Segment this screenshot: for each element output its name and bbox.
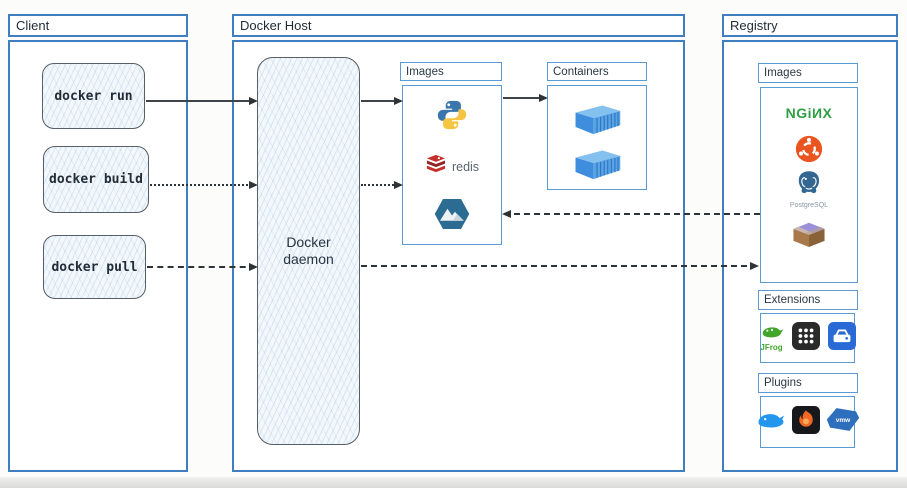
registry-title: Registry: [730, 18, 778, 33]
docker-run-label: docker run: [54, 88, 133, 104]
jfrog-label: JFrog: [760, 342, 783, 352]
redis-label: redis: [451, 159, 480, 174]
ubuntu-icon: [795, 135, 823, 168]
docker-run-box: docker run: [42, 63, 145, 129]
arrow-daemon-to-images-solid: [361, 96, 403, 105]
arrow-registry-to-host-images: [502, 209, 760, 218]
host-images-title: Images: [406, 65, 444, 78]
arrow-daemon-to-images-dotted: [361, 180, 403, 189]
arrow-docker-build-to-daemon: [150, 180, 258, 189]
vmware-label: vmw: [835, 417, 850, 424]
container-icon: [570, 101, 624, 140]
docker-build-box: docker build: [43, 146, 149, 213]
python-icon: [435, 98, 469, 137]
container-icon: [570, 146, 624, 185]
containers-panel: [547, 85, 647, 190]
docker-whale-icon: [756, 409, 786, 436]
nginx-logo: NGiИX: [785, 105, 833, 121]
package-crate-icon: [790, 219, 828, 254]
docker-host-title-bar: Docker Host: [232, 14, 685, 37]
redis-image-item: redis: [425, 154, 479, 179]
redis-icon: [425, 154, 447, 179]
arrow-images-to-containers: [503, 93, 548, 102]
plugins-title-bar: Plugins: [758, 373, 858, 393]
alpine-hexagon-icon: [434, 198, 470, 235]
containers-title-bar: Containers: [547, 62, 647, 81]
host-images-panel: redis: [402, 85, 502, 245]
arrow-docker-run-to-daemon: [146, 96, 258, 105]
extensions-panel: JFrog: [760, 313, 856, 363]
plugins-panel: vmw: [758, 396, 859, 448]
arrow-docker-pull-to-daemon: [147, 262, 258, 271]
jfrog-icon: [760, 325, 784, 344]
page-bottom-edge: [0, 477, 907, 488]
docker-build-label: docker build: [49, 172, 143, 187]
client-title-bar: Client: [8, 14, 188, 37]
registry-title-bar: Registry: [722, 14, 898, 37]
arrow-daemon-to-registry-images: [361, 261, 759, 270]
docker-pull-box: docker pull: [43, 235, 146, 299]
registry-images-title: Images: [764, 67, 802, 79]
grafana-icon: [791, 405, 820, 439]
docker-daemon-box: Docker daemon: [257, 57, 360, 445]
vmware-icon: vmw: [826, 406, 860, 438]
containers-title: Containers: [553, 65, 609, 78]
postgresql-icon: [796, 170, 822, 201]
host-images-title-bar: Images: [400, 62, 502, 81]
extensions-title: Extensions: [764, 294, 821, 306]
registry-images-title-bar: Images: [758, 63, 858, 83]
plugins-title: Plugins: [764, 377, 802, 389]
extensions-title-bar: Extensions: [758, 290, 858, 310]
registry-images-panel: NGiИX PostgreSQL: [760, 87, 858, 283]
docker-host-title: Docker Host: [240, 18, 312, 33]
postgresql-label: PostgreSQL: [789, 202, 829, 209]
apps-grid-icon: [791, 321, 820, 355]
docker-daemon-label: Docker daemon: [283, 233, 334, 268]
docker-pull-label: docker pull: [51, 259, 138, 275]
jfrog-item: JFrog: [760, 325, 784, 352]
postgresql-image-item: PostgreSQL: [790, 170, 828, 209]
client-title: Client: [16, 18, 50, 33]
disk-drive-icon: [827, 321, 856, 355]
